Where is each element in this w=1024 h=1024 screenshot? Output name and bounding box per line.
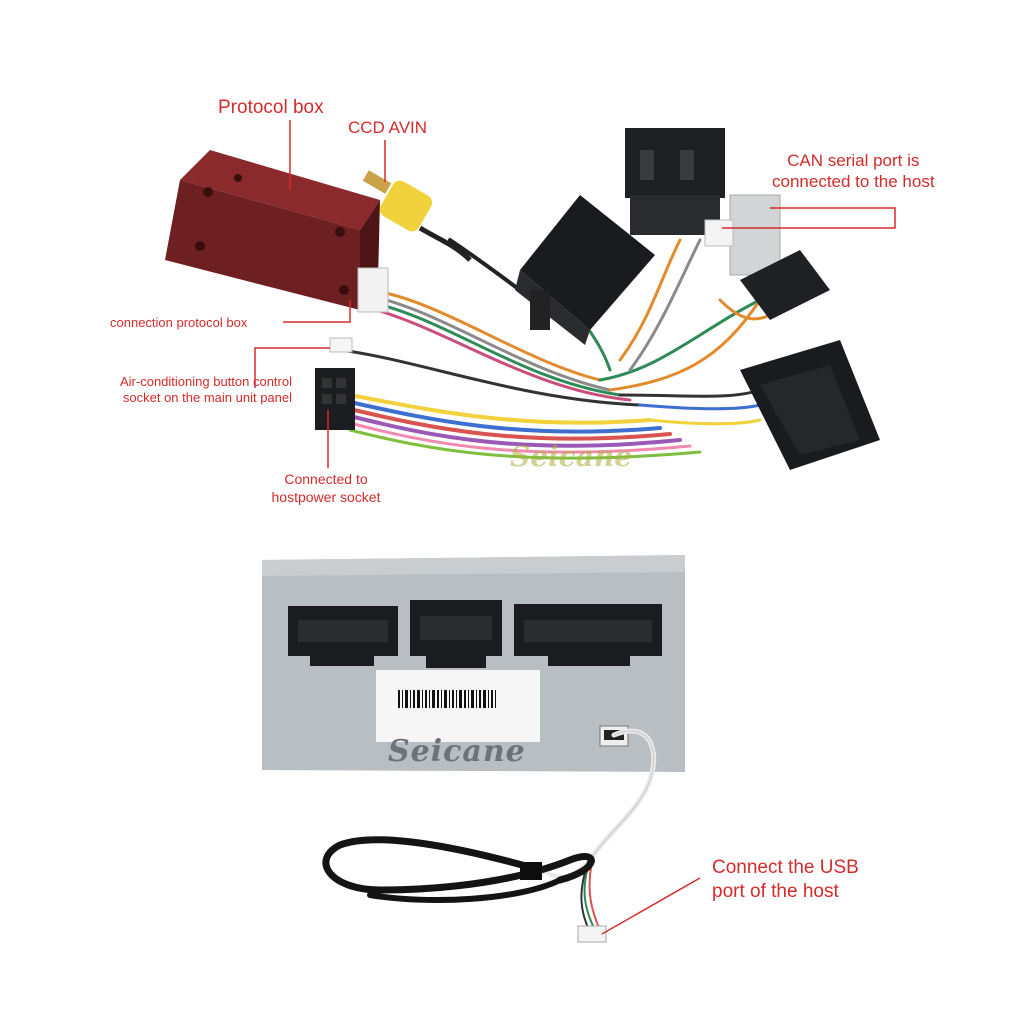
callout-lines <box>254 120 896 468</box>
box-connector-right <box>514 604 662 666</box>
label-can-line2: connected to the host <box>772 172 935 192</box>
barcode-sticker <box>376 670 540 742</box>
label-hostpower-line2: hostpower socket <box>271 488 381 505</box>
label-hostpower-line1: Connected to <box>284 471 368 487</box>
label-ccd-avin: CCD AVIN <box>348 118 428 137</box>
box-connector-left <box>288 606 398 666</box>
usb-cable <box>322 728 657 933</box>
usb-callout-line <box>601 877 701 935</box>
label-can-line1: CAN serial port is <box>787 151 920 170</box>
brand-watermark: Seicane <box>510 440 633 473</box>
label-usb-line1: Connect the USB <box>712 857 859 878</box>
harness-block <box>515 195 655 345</box>
brand-logo: Seicane <box>388 734 526 769</box>
label-usb-port: Connect the USB port of the host <box>712 856 859 904</box>
label-aircon-socket: Air-conditioning button control socket o… <box>92 374 292 407</box>
box-connector-middle <box>410 600 502 668</box>
label-usb-line2: port of the host <box>712 880 839 902</box>
label-protocol-box: Protocol box <box>218 97 324 118</box>
usb-plug-tip <box>577 925 607 943</box>
side-connector <box>740 250 830 320</box>
label-aircon-line2: socket on the main unit panel <box>122 390 292 406</box>
connection-connector <box>357 267 389 313</box>
host-power-connector <box>315 368 355 430</box>
wire-bundle <box>338 238 792 460</box>
label-connection-protocol-box: connection protocol box <box>110 315 248 330</box>
white-clip <box>704 219 734 247</box>
label-hostpower-socket: Connected to hostpower socket <box>256 471 396 506</box>
can-connector <box>625 128 725 235</box>
label-can-serial: CAN serial port is connected to the host <box>772 150 935 193</box>
aircon-clip <box>329 337 353 353</box>
rca-plug <box>362 170 472 262</box>
label-aircon-line1: Air-conditioning button control <box>120 374 292 389</box>
main-plug <box>740 340 880 470</box>
barcode <box>398 690 496 708</box>
canbus-box <box>262 555 685 772</box>
protocol-box <box>165 150 380 310</box>
cable-ferrite <box>520 862 542 880</box>
grey-connector <box>729 194 781 276</box>
